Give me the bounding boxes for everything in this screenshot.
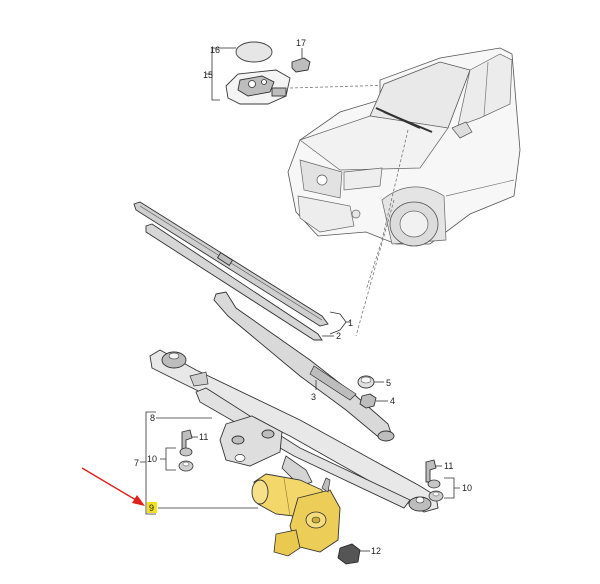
right-fasteners: 11 10 bbox=[425, 459, 472, 502]
callout-11: 11 bbox=[199, 432, 208, 442]
rain-sensor-part bbox=[225, 69, 291, 105]
linkage-frame-part bbox=[149, 349, 439, 513]
highlight-box bbox=[147, 502, 157, 513]
callout-10-right: 10 bbox=[462, 483, 472, 493]
wiper-motor: 12 bbox=[251, 473, 381, 565]
callout-11-right: 11 bbox=[444, 461, 453, 471]
callout-8: 8 bbox=[150, 413, 155, 423]
callout-10: 10 bbox=[147, 454, 157, 464]
callout-15: 15 bbox=[203, 70, 213, 80]
callout-2: 2 bbox=[336, 331, 341, 341]
callout-5: 5 bbox=[386, 378, 391, 388]
connector-plug-part bbox=[337, 543, 361, 565]
callout-16: 16 bbox=[210, 45, 220, 55]
vehicle-illustration bbox=[287, 47, 521, 337]
red-arrow-pointer bbox=[81, 467, 145, 506]
callout-7: 7 bbox=[134, 458, 139, 468]
callout-1: 1 bbox=[348, 318, 353, 328]
left-fasteners: 11 10 bbox=[147, 429, 208, 472]
wiper-blade-part-2 bbox=[145, 223, 323, 341]
nut-part bbox=[359, 393, 377, 409]
callout-3: 3 bbox=[311, 392, 316, 402]
cap-and-nut: 5 4 bbox=[357, 375, 395, 409]
callout-12: 12 bbox=[371, 546, 381, 556]
wiper-blade-part bbox=[133, 201, 329, 327]
wiper-blades: 1 2 bbox=[133, 201, 353, 341]
rain-sensor-group: 15 16 17 bbox=[203, 38, 431, 105]
wiper-arm: 3 bbox=[213, 291, 395, 442]
assembly-bracket: 7 8 9 bbox=[134, 411, 258, 515]
callout-9: 9 bbox=[149, 503, 154, 513]
bolt-part-2 bbox=[425, 459, 437, 483]
wiper-linkage bbox=[149, 349, 439, 513]
gel-pad-part bbox=[235, 41, 273, 63]
callout-4: 4 bbox=[390, 396, 395, 406]
callout-17: 17 bbox=[296, 38, 306, 48]
bolt-part bbox=[181, 429, 193, 451]
sensor-clip-part bbox=[291, 57, 311, 73]
